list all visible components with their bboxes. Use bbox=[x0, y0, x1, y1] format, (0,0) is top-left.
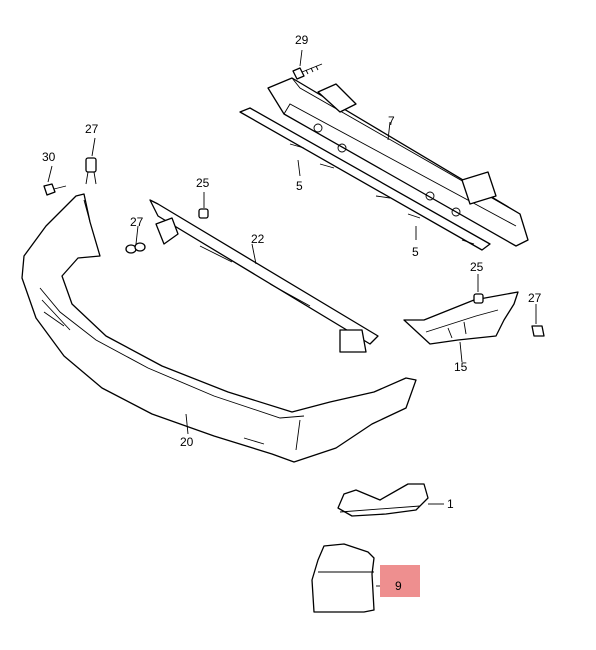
label-27-middle[interactable]: 27 bbox=[130, 215, 144, 229]
label-25-upper[interactable]: 25 bbox=[196, 176, 210, 190]
part-29-bolt[interactable] bbox=[292, 63, 323, 80]
part-25-clip-right[interactable] bbox=[473, 293, 484, 304]
label-7[interactable]: 7 bbox=[388, 114, 395, 128]
highlight-box-9 bbox=[380, 565, 420, 597]
part-1-trim-strip[interactable] bbox=[337, 483, 429, 517]
label-27-right[interactable]: 27 bbox=[528, 291, 542, 305]
part-27-clip-nut-right[interactable] bbox=[531, 325, 545, 337]
label-9[interactable]: 9 bbox=[395, 579, 402, 593]
part-15-side-bracket[interactable] bbox=[403, 291, 519, 345]
part-5-retaining-strip[interactable] bbox=[239, 107, 491, 251]
label-5-left[interactable]: 5 bbox=[296, 179, 303, 193]
part-labels: 29 27 30 25 27 22 7 5 5 25 27 15 20 1 9 bbox=[42, 33, 542, 593]
label-15[interactable]: 15 bbox=[454, 360, 468, 374]
part-27-clip-nut-middle[interactable] bbox=[125, 242, 146, 254]
label-25-right[interactable]: 25 bbox=[470, 260, 484, 274]
part-7-reinforcement-bar[interactable] bbox=[267, 77, 529, 247]
leader-lines bbox=[47, 49, 537, 587]
label-22[interactable]: 22 bbox=[251, 232, 265, 246]
part-9-corner-cap[interactable] bbox=[311, 543, 375, 613]
label-29[interactable]: 29 bbox=[295, 33, 309, 47]
label-5-right[interactable]: 5 bbox=[412, 245, 419, 259]
label-20[interactable]: 20 bbox=[180, 435, 194, 449]
part-27-clip-nut-upper[interactable] bbox=[85, 157, 97, 185]
label-27-upper[interactable]: 27 bbox=[85, 122, 99, 136]
label-30[interactable]: 30 bbox=[42, 150, 56, 164]
part-20-bumper-cover[interactable] bbox=[21, 193, 417, 463]
part-30-bolt[interactable] bbox=[43, 183, 67, 196]
part-25-clip-upper[interactable] bbox=[198, 208, 209, 219]
part-22-guide-bracket[interactable] bbox=[149, 199, 379, 353]
label-1[interactable]: 1 bbox=[447, 497, 454, 511]
